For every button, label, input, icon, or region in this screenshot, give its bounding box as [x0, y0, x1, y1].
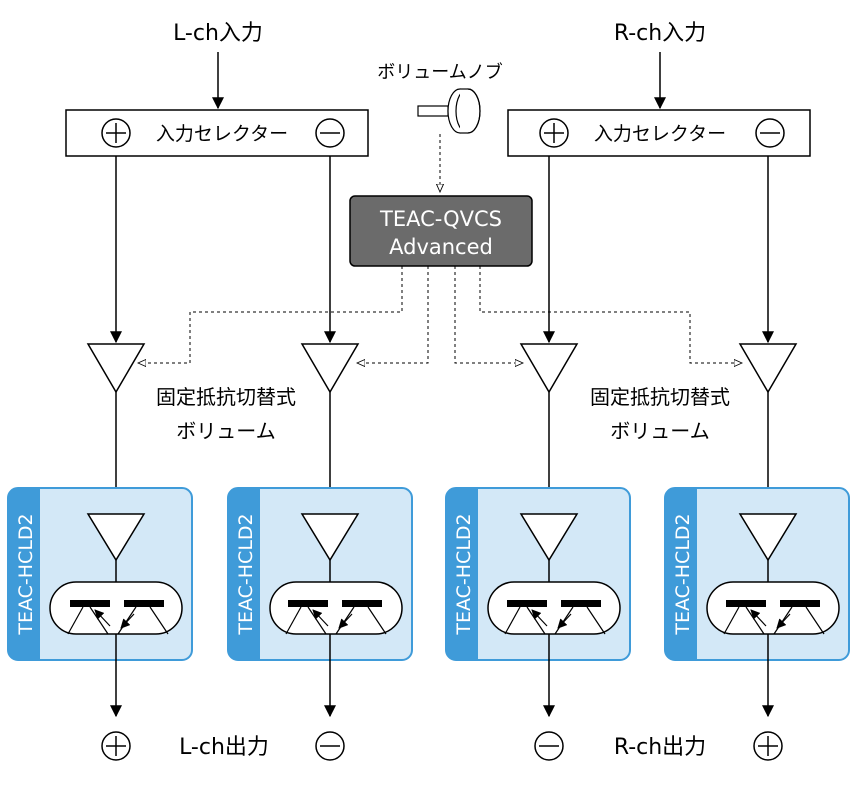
volume-knob-label: ボリュームノブ — [377, 61, 502, 83]
selector-to-amp-lines — [110, 156, 774, 344]
hcld2-module: TEAC-HCLD2 — [7, 487, 193, 661]
module-label: TEAC-HCLD2 — [235, 513, 257, 635]
amp-triangle — [738, 343, 798, 394]
hcld2-module: TEAC-HCLD2 — [227, 487, 413, 661]
right-selector-label: 入力セレクター — [594, 123, 726, 145]
controller-subtitle: Advanced — [389, 235, 493, 259]
hcld2-module: TEAC-HCLD2 — [664, 487, 850, 661]
plus-icon — [101, 731, 131, 761]
left-volume-label-line2: ボリューム — [176, 419, 275, 443]
minus-icon — [534, 731, 564, 761]
plus-icon — [539, 118, 569, 148]
right-volume-label-line1: 固定抵抗切替式 — [590, 385, 730, 409]
module-label: TEAC-HCLD2 — [672, 513, 694, 635]
left-output-label: L-ch出力 — [179, 735, 269, 760]
volume-knob-icon — [417, 88, 481, 134]
amp-triangle — [519, 343, 579, 394]
volume-amplifiers — [86, 343, 798, 394]
left-input-selector: 入力セレクター — [65, 109, 369, 157]
amp-triangle — [300, 343, 360, 394]
right-input-label: R-ch入力 — [614, 21, 706, 46]
controller-title: TEAC-QVCS — [379, 207, 502, 231]
minus-icon — [315, 731, 345, 761]
hcld2-module: TEAC-HCLD2 — [445, 487, 631, 661]
qvcs-controller: TEAC-QVCS Advanced — [349, 195, 533, 267]
left-input-label: L-ch入力 — [173, 21, 263, 46]
left-volume-label-line1: 固定抵抗切替式 — [156, 385, 296, 409]
module-label: TEAC-HCLD2 — [15, 513, 37, 635]
minus-icon — [755, 118, 785, 148]
control-lines — [138, 266, 742, 363]
right-volume-label-line2: ボリューム — [610, 419, 709, 443]
output-lines — [110, 634, 774, 718]
minus-icon — [315, 118, 345, 148]
amp-triangle — [86, 343, 146, 394]
right-input-selector: 入力セレクター — [507, 109, 811, 157]
plus-icon — [101, 118, 131, 148]
plus-icon — [753, 731, 783, 761]
left-selector-label: 入力セレクター — [156, 123, 288, 145]
right-output-label: R-ch出力 — [614, 735, 706, 760]
module-label: TEAC-HCLD2 — [453, 513, 475, 635]
